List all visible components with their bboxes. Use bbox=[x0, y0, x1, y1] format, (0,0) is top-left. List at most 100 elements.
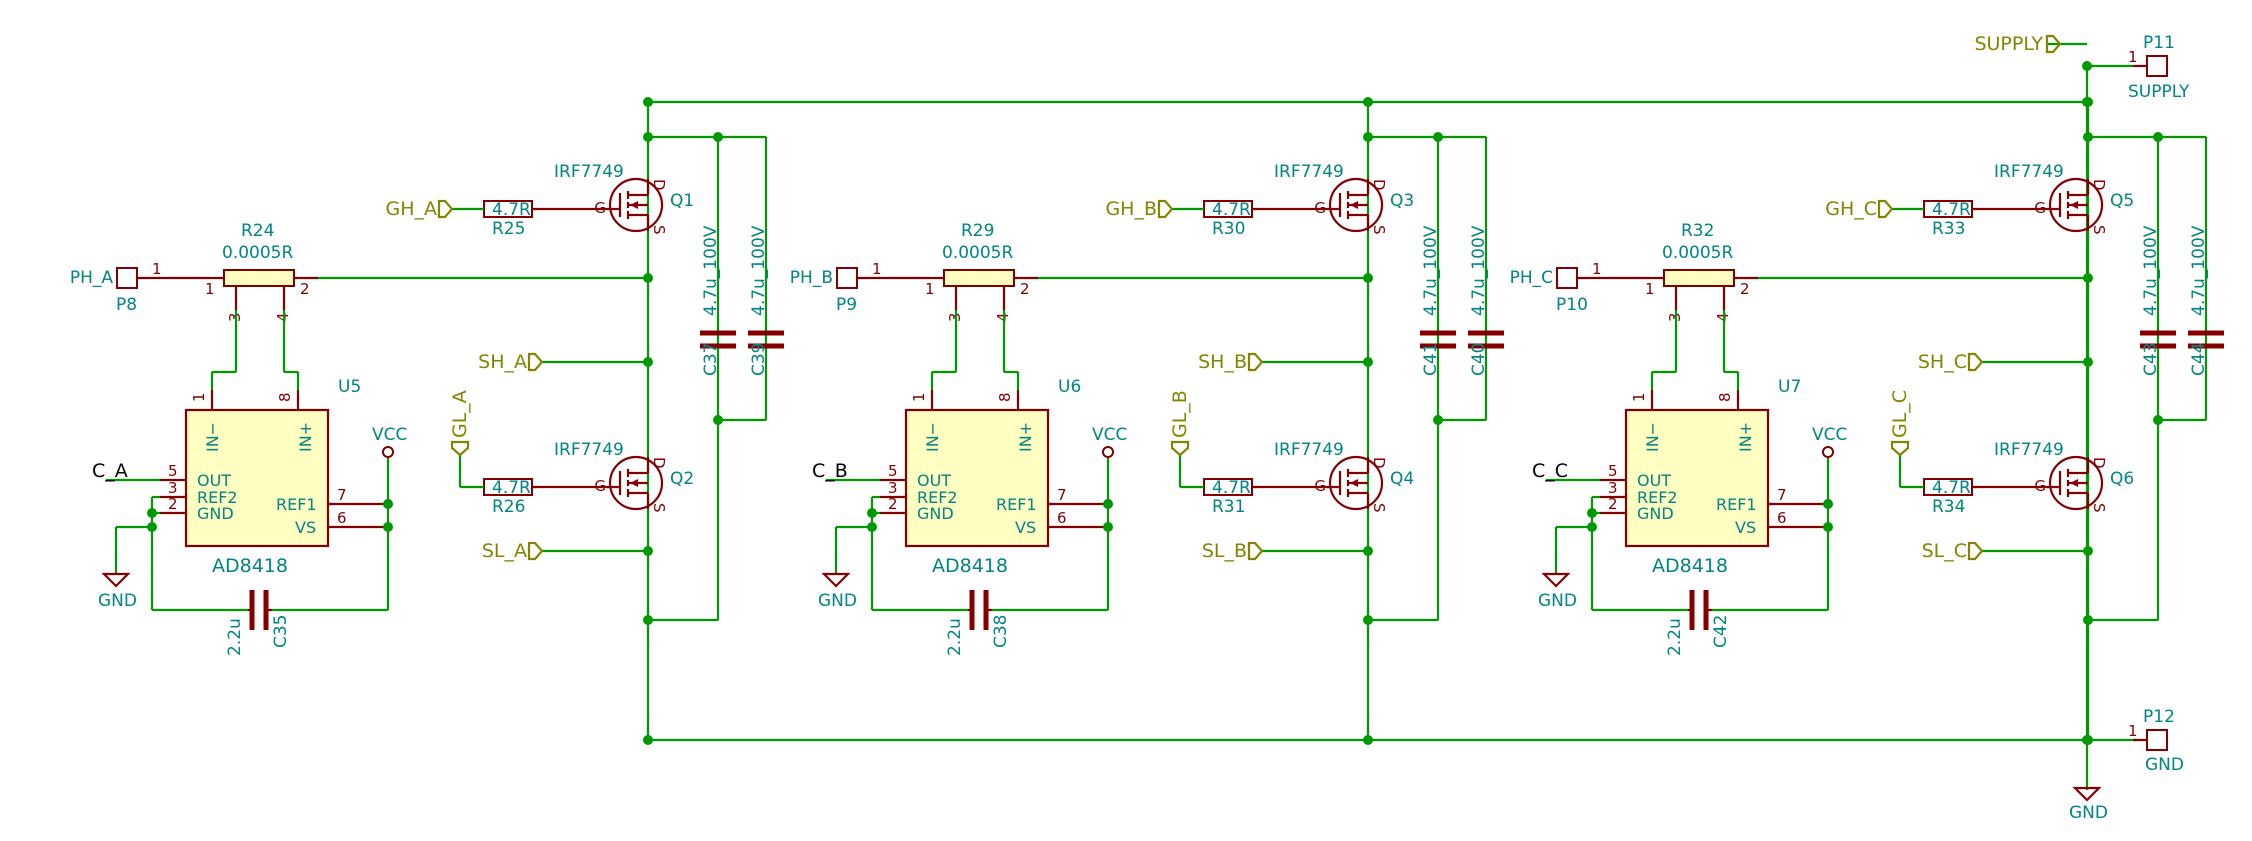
source-low-label: SL_C bbox=[1922, 540, 1967, 562]
ic-ref: U6 bbox=[1058, 377, 1081, 397]
fet-value: IRF7749 bbox=[554, 440, 624, 460]
rail-junctions bbox=[643, 61, 2093, 745]
decoupling-cap-value: 2.2u bbox=[225, 618, 245, 656]
ic-pin-number: 6 bbox=[1057, 509, 1067, 527]
resistor-value: 4.7R bbox=[492, 200, 531, 220]
connector-pin-number: 1 bbox=[872, 260, 882, 278]
junction-dot bbox=[2083, 273, 2093, 283]
ground-connector-value: GND bbox=[2145, 755, 2184, 775]
junction-dot bbox=[643, 735, 653, 745]
resistor-ref: R31 bbox=[1212, 497, 1245, 517]
resistor-ref: R34 bbox=[1932, 497, 1965, 517]
decoupling-cap-value: 2.2u bbox=[945, 618, 965, 656]
junction-dot bbox=[1363, 615, 1373, 625]
fet-value: IRF7749 bbox=[1274, 440, 1344, 460]
junction-dot bbox=[1823, 499, 1833, 509]
fet-ref: Q2 bbox=[670, 469, 694, 489]
bulk-cap-2-ref: C44 bbox=[2189, 342, 2209, 376]
ic-pin-number: 3 bbox=[888, 479, 898, 497]
port-flag bbox=[1157, 199, 1174, 219]
junction-dot bbox=[2083, 615, 2093, 625]
junction-dot bbox=[1823, 522, 1833, 532]
half-bridge: C414.7u_100VC404.7u_100VGDSQ3IRF7749GDSQ… bbox=[1105, 102, 1504, 740]
fet-pin-d: D bbox=[2090, 457, 2108, 469]
ground-symbol-main: GND bbox=[2069, 786, 2108, 823]
ic-pin-number: 2 bbox=[168, 495, 178, 513]
ic-pin-number: 6 bbox=[1777, 509, 1787, 527]
fet-arrow bbox=[1350, 479, 1358, 487]
connector-body bbox=[116, 267, 138, 289]
ic-pin-number: 5 bbox=[168, 462, 178, 480]
port-flag bbox=[527, 541, 544, 561]
ground-symbol: GND bbox=[98, 572, 137, 611]
ic-body bbox=[184, 408, 330, 548]
ic-body bbox=[1624, 408, 1770, 548]
ic-value: AD8418 bbox=[212, 555, 288, 577]
vcc-label: VCC bbox=[1092, 425, 1127, 445]
fet-pin-g: G bbox=[1314, 199, 1326, 217]
resistor-value: 4.7R bbox=[1932, 200, 1971, 220]
shunt-ref: R29 bbox=[961, 221, 994, 241]
ic-pin-number: 1 bbox=[910, 392, 928, 402]
bulk-cap-1-value: 4.7u_100V bbox=[1421, 225, 1441, 316]
junction-dot bbox=[147, 522, 157, 532]
ic-pin-name: IN− bbox=[203, 422, 222, 452]
phase-connector: 1PH_AP8 bbox=[70, 260, 200, 315]
junction-dot bbox=[2083, 132, 2093, 142]
half-bridge: C434.7u_100VC444.7u_100VGDSQ5IRF7749GDSQ… bbox=[1825, 102, 2224, 740]
ground-label: GND bbox=[818, 591, 857, 611]
shunt-ref: R24 bbox=[241, 221, 274, 241]
connector-body bbox=[1556, 267, 1578, 289]
port-flag bbox=[1170, 440, 1190, 457]
connector-pin-number: 1 bbox=[152, 260, 162, 278]
sense-output-label: C_C bbox=[1532, 460, 1568, 482]
junction-dot bbox=[713, 415, 723, 425]
shunt-pin-label: 2 bbox=[1740, 280, 1750, 298]
fet-pin-s: S bbox=[2090, 503, 2108, 513]
vcc-symbol: VCC bbox=[1812, 425, 1847, 458]
junction-dot bbox=[1363, 273, 1373, 283]
supply-connector: 1 P11 SUPPLY bbox=[2128, 33, 2190, 102]
fet-pin-g: G bbox=[2034, 199, 2046, 217]
source-low-label: SL_A bbox=[482, 540, 527, 562]
ic-pin-name: VS bbox=[1735, 518, 1756, 537]
junction-dot bbox=[2083, 357, 2093, 367]
junction-dot bbox=[1363, 97, 1373, 107]
half-bridge: C374.7u_100VC394.7u_100VGDSQ1IRF7749GDSQ… bbox=[385, 102, 784, 740]
junction-dot bbox=[2153, 415, 2163, 425]
ic-body bbox=[904, 408, 1050, 548]
connector-ref: P10 bbox=[1556, 295, 1588, 315]
bulk-cap-1-ref: C41 bbox=[1421, 342, 1441, 376]
junction-dot bbox=[1363, 132, 1373, 142]
ic-pin-name: REF1 bbox=[996, 495, 1037, 514]
resistor-value: 4.7R bbox=[1212, 200, 1251, 220]
power-rails bbox=[648, 42, 2145, 790]
bulk-cap-2-value: 4.7u_100V bbox=[2189, 225, 2209, 316]
fet-pin-d: D bbox=[650, 457, 668, 469]
resistor-ref: R33 bbox=[1932, 219, 1965, 239]
gate-low-label: GL_B bbox=[1169, 390, 1191, 438]
resistor-ref: R30 bbox=[1212, 219, 1245, 239]
fet-pin-s: S bbox=[650, 503, 668, 513]
ic-pin-name: REF2 bbox=[917, 488, 958, 507]
fet-arrow bbox=[630, 479, 638, 487]
gate-low-label: GL_A bbox=[449, 390, 471, 438]
junction-dot bbox=[643, 273, 653, 283]
junction-dot bbox=[2083, 546, 2093, 556]
fet-pin-s: S bbox=[650, 225, 668, 235]
shunt-ref: R32 bbox=[1681, 221, 1714, 241]
ic-pin-name: IN+ bbox=[1736, 422, 1755, 452]
ic-pin-name: OUT bbox=[1637, 471, 1671, 490]
